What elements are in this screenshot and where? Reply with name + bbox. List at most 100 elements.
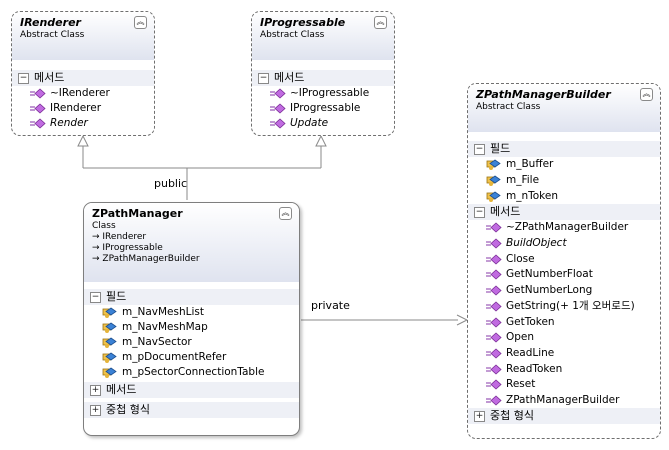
method-icon [486, 269, 502, 281]
section-methods[interactable]: − 메서드 [252, 70, 394, 86]
field-name: m_NavMeshList [122, 306, 204, 318]
method-item[interactable]: GetNumberLong [468, 283, 660, 299]
method-item[interactable]: GetNumberFloat [468, 267, 660, 283]
class-box-irenderer[interactable]: IRenderer Abstract Class ︽ − 메서드 ~IRende… [11, 11, 155, 136]
field-icon [486, 191, 501, 202]
method-item[interactable]: Open [468, 330, 660, 346]
class-kind: Abstract Class [476, 102, 541, 112]
class-title: IRenderer [20, 16, 81, 29]
method-icon [486, 379, 502, 390]
section-label: 메서드 [490, 205, 521, 219]
field-item[interactable]: m_Buffer [468, 157, 660, 173]
method-item[interactable]: BuildObject [468, 236, 660, 252]
method-icon [486, 332, 502, 343]
section-fields[interactable]: − 필드 [84, 289, 299, 305]
method-name: Open [506, 331, 535, 344]
section-label: 메서드 [274, 71, 305, 84]
method-name: Update [290, 117, 329, 129]
section-methods[interactable]: + 메서드 [84, 382, 299, 398]
method-icon [270, 103, 286, 114]
field-icon [102, 322, 117, 333]
class-title: ZPathManager [92, 207, 183, 220]
section-methods[interactable]: − 메서드 [468, 204, 660, 221]
field-item[interactable]: m_NavSector [84, 335, 299, 350]
method-name: Reset [506, 378, 536, 391]
method-name: ~IProgressable [290, 87, 370, 99]
method-name: GetNumberFloat [506, 268, 593, 281]
class-box-iprogressable[interactable]: IProgressable Abstract Class ︽ − 메서드 ~IP… [251, 11, 395, 136]
section-methods[interactable]: − 메서드 [12, 70, 154, 86]
field-item[interactable]: m_NavMeshList [84, 305, 299, 320]
inheritance-arrowhead-iprogressable [315, 134, 327, 147]
collapse-section-icon[interactable]: − [18, 72, 29, 84]
method-item[interactable]: Reset [468, 377, 660, 393]
method-name: GetNumberLong [506, 284, 593, 297]
field-name: m_File [506, 174, 540, 187]
method-item[interactable]: Render [12, 116, 154, 131]
collapse-section-icon[interactable]: − [90, 291, 101, 303]
field-name: m_Buffer [506, 158, 554, 171]
section-fields[interactable]: − 필드 [468, 141, 660, 157]
collapse-section-icon[interactable]: − [474, 143, 485, 155]
field-icon [102, 307, 117, 318]
method-icon [486, 348, 502, 359]
method-item[interactable]: ZPathManagerBuilder [468, 393, 660, 409]
collapse-toggle-icon[interactable]: ︽ [279, 207, 292, 220]
class-header: IRenderer Abstract Class ︽ [12, 12, 154, 60]
collapse-section-icon[interactable]: − [474, 206, 485, 218]
class-box-zpathmanagerbuilder[interactable]: ZPathManagerBuilder Abstract Class ︽ − 필… [467, 83, 661, 439]
method-name: GetToken [506, 315, 555, 328]
method-item[interactable]: ~ZPathManagerBuilder [468, 220, 660, 236]
class-header: IProgressable Abstract Class ︽ [252, 12, 394, 60]
method-item[interactable]: Close [468, 251, 660, 267]
section-nested-types[interactable]: + 중첩 형식 [84, 402, 299, 418]
field-item[interactable]: m_nToken [468, 188, 660, 204]
field-icon [486, 159, 501, 171]
method-icon [30, 88, 46, 99]
method-icon [30, 118, 46, 129]
private-label: private [311, 299, 350, 312]
method-icon [486, 316, 502, 328]
method-icon [486, 395, 502, 406]
method-item[interactable]: Update [252, 116, 394, 131]
expand-section-icon[interactable]: + [90, 384, 101, 396]
method-icon [270, 88, 286, 99]
field-name: m_pDocumentRefer [122, 351, 227, 363]
field-item[interactable]: m_NavMeshMap [84, 320, 299, 335]
association-arrowhead [456, 314, 469, 326]
method-item[interactable]: ~IRenderer [12, 86, 154, 101]
method-name: IProgressable [290, 102, 361, 114]
method-icon [486, 222, 502, 233]
method-item[interactable]: ReadLine [468, 346, 660, 362]
method-item[interactable]: GetString(+ 1개 오버로드) [468, 299, 660, 315]
method-name: ReadLine [506, 346, 555, 359]
field-item[interactable]: m_pSectorConnectionTable [84, 365, 299, 380]
collapse-toggle-icon[interactable]: ︽ [134, 16, 147, 29]
method-item[interactable]: IProgressable [252, 101, 394, 116]
method-name: Close [506, 252, 535, 265]
method-name: BuildObject [506, 237, 567, 250]
class-box-zpathmanager[interactable]: ZPathManager Class → IRenderer→ IProgres… [83, 202, 300, 436]
method-item[interactable]: IRenderer [12, 101, 154, 116]
method-item[interactable]: ReadToken [468, 361, 660, 377]
expand-section-icon[interactable]: + [90, 404, 101, 416]
method-name: ~ZPathManagerBuilder [506, 221, 629, 234]
collapse-section-icon[interactable]: − [258, 72, 269, 84]
class-title: IProgressable [260, 16, 346, 29]
collapse-toggle-icon[interactable]: ︽ [374, 16, 387, 29]
implements-item: → IRenderer [92, 232, 147, 242]
field-item[interactable]: m_pDocumentRefer [84, 350, 299, 365]
class-header: ZPathManager Class → IRenderer→ IProgres… [84, 203, 299, 282]
method-icon [270, 118, 286, 129]
method-item[interactable]: GetToken [468, 314, 660, 330]
field-item[interactable]: m_File [468, 173, 660, 189]
method-item[interactable]: ~IProgressable [252, 86, 394, 101]
section-nested-types[interactable]: + 중첩 형식 [468, 408, 660, 425]
collapse-toggle-icon[interactable]: ︽ [640, 88, 653, 101]
expand-section-icon[interactable]: + [474, 410, 485, 422]
class-header: ZPathManagerBuilder Abstract Class ︽ [468, 84, 660, 132]
method-icon [486, 238, 502, 249]
section-label: 중첩 형식 [106, 403, 150, 416]
field-name: m_pSectorConnectionTable [122, 366, 265, 378]
section-label: 필드 [106, 290, 127, 303]
